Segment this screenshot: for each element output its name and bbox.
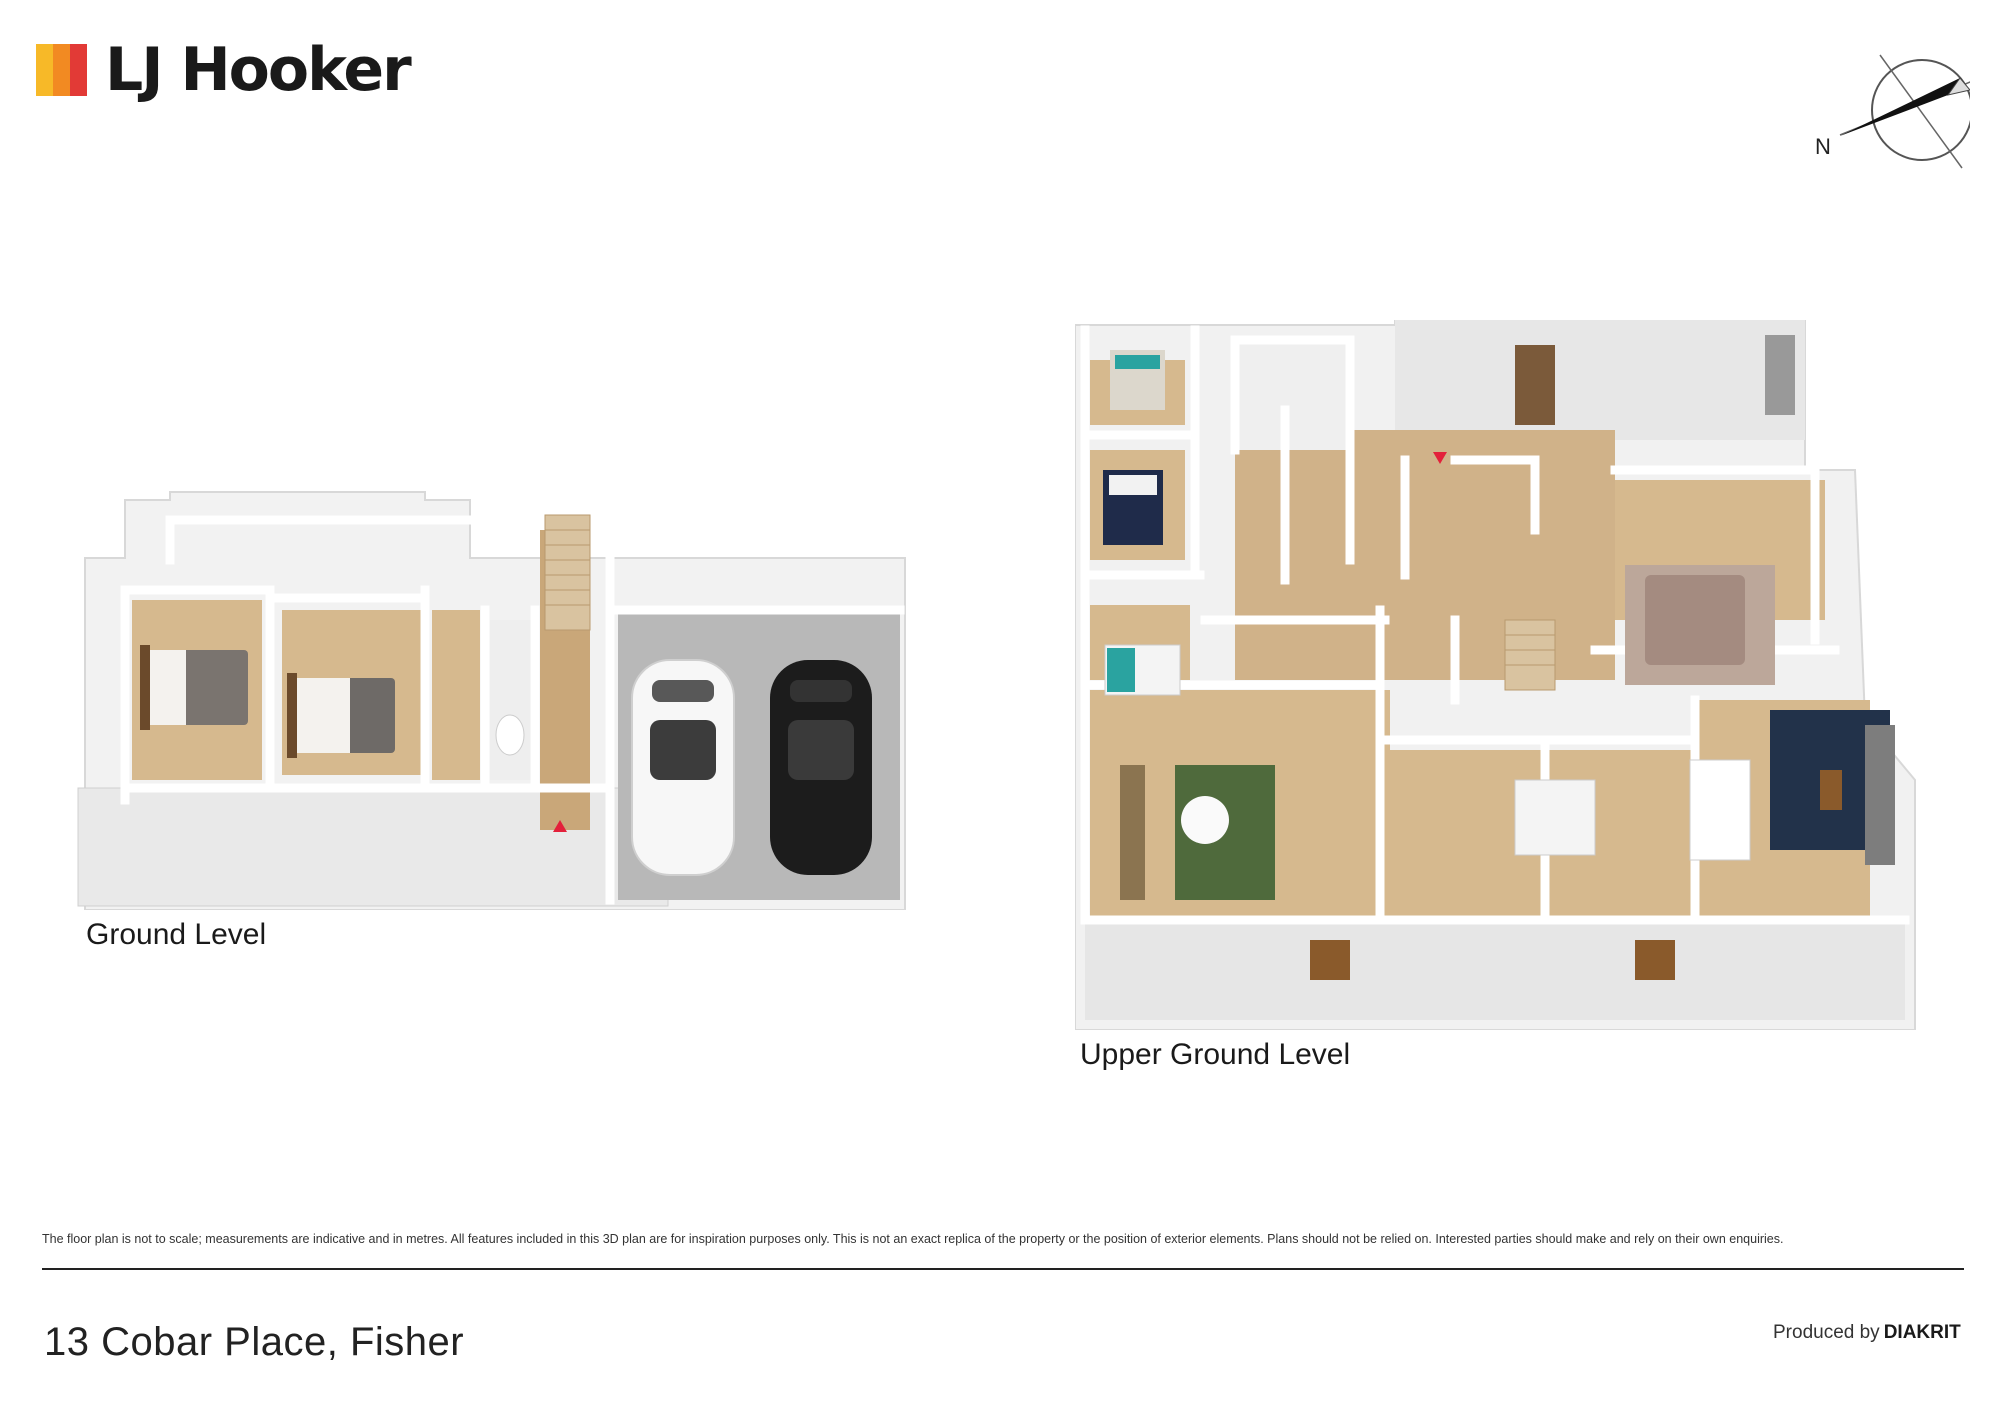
ground-bedroom-1-bed [140, 645, 248, 730]
entry-arrow-icon [553, 820, 567, 832]
white-car [631, 659, 735, 876]
property-address: 13 Cobar Place, Fisher [44, 1320, 465, 1364]
upper-ground-level-floor-plan [1075, 320, 1916, 1030]
dining-table [1514, 779, 1596, 856]
round-coffee-table [1181, 796, 1229, 844]
bedroom-2-bed [1103, 470, 1163, 545]
upper-ground-level-label: Upper Ground Level [1080, 1038, 1351, 1071]
balcony-table-left [1310, 940, 1350, 980]
north-compass-icon [1839, 54, 1970, 169]
front-balcony [1085, 920, 1905, 1020]
master-bedroom-bed [1625, 565, 1775, 685]
disclaimer-text: The floor plan is not to scale; measurem… [42, 1232, 1784, 1246]
lounge-sofa [1865, 725, 1895, 865]
balcony-table-right [1635, 940, 1675, 980]
footer-divider [42, 1268, 1964, 1270]
bedroom-1-bed [1110, 350, 1165, 410]
deck-dining-table [1515, 345, 1555, 425]
logo-wordmark: LJ Hooker [105, 35, 412, 105]
ground-staircase [544, 514, 591, 631]
lj-hooker-logo: LJ Hooker [36, 34, 412, 106]
deck-sofa [1765, 335, 1795, 415]
ground-bedroom-2-bed [287, 673, 395, 758]
black-car [770, 660, 872, 875]
ground-level-floor-plan [77, 491, 906, 910]
upper-staircase [1504, 619, 1556, 691]
produced-by-label: Produced by [1773, 1322, 1880, 1343]
living-sofa [1120, 765, 1145, 900]
logo-color-bars [36, 44, 87, 96]
top-deck [1395, 320, 1805, 440]
bedroom-3-bed [1104, 644, 1181, 696]
ground-level-label: Ground Level [86, 918, 267, 951]
kitchen-island [1689, 759, 1751, 861]
entry-arrow-icon [1433, 452, 1447, 464]
lounge-coffee-table [1820, 770, 1842, 810]
compass-north-label: N [1815, 134, 1831, 159]
ground-toilet [495, 714, 525, 756]
producer-name: DIAKRIT [1883, 1322, 1961, 1343]
